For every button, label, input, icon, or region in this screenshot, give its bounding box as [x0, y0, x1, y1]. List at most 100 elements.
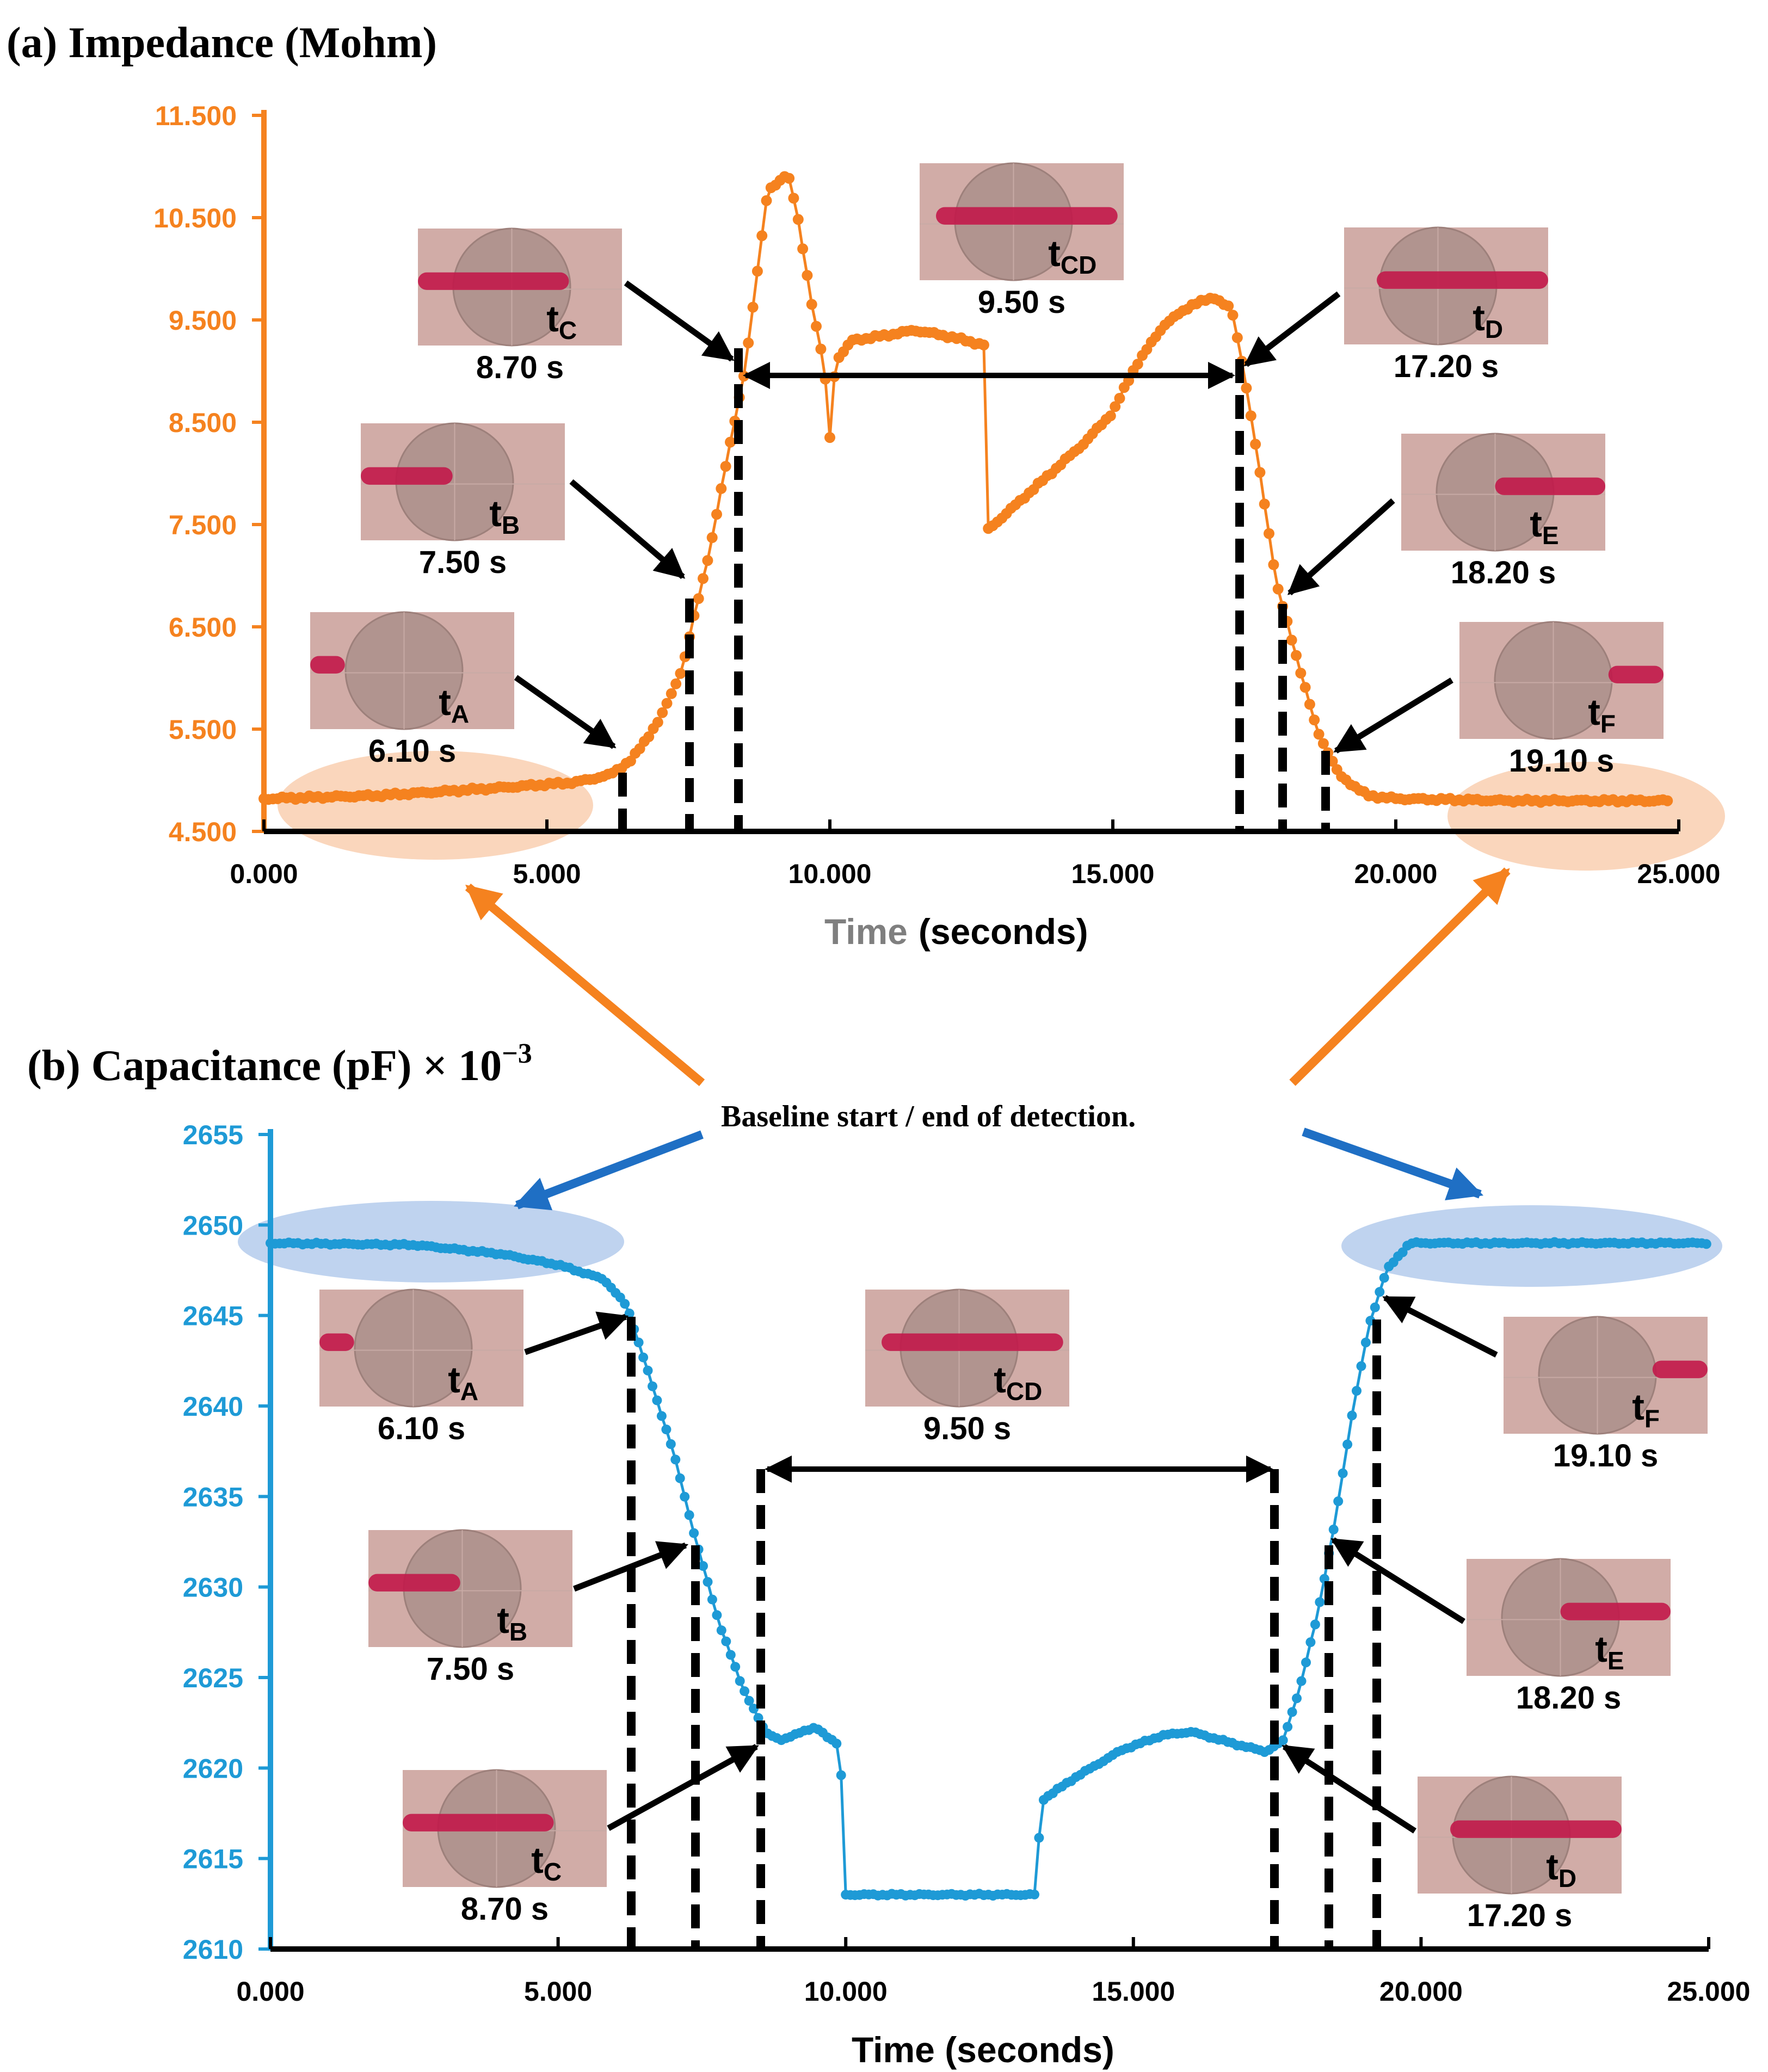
y-tick-label: 2645 — [183, 1301, 243, 1331]
data-point — [740, 1686, 750, 1697]
x-tick-label: 25.000 — [1667, 1976, 1751, 2007]
data-point — [1034, 1833, 1044, 1843]
photo-b — [368, 1529, 572, 1648]
data-point — [1259, 498, 1270, 510]
data-point — [1305, 1637, 1316, 1648]
y-tick-label: 9.500 — [169, 305, 237, 336]
data-point — [836, 1770, 846, 1780]
data-point — [1317, 738, 1329, 749]
data-point — [1295, 668, 1307, 679]
t-letter: t — [1595, 1629, 1607, 1670]
data-point — [730, 1662, 741, 1672]
label-td: tD — [1546, 1846, 1576, 1892]
data-point — [792, 214, 804, 225]
t-subscript: F — [1600, 710, 1616, 738]
liquid-channel — [1495, 477, 1605, 495]
callout-arrow-orange-right — [1289, 867, 1511, 1086]
data-point — [725, 1650, 736, 1660]
time-label-td: 17.20 s — [1467, 1898, 1573, 1933]
impedance-x-axis-label: Time(seconds) — [824, 911, 1088, 952]
data-point — [1333, 1496, 1344, 1507]
data-point — [1114, 393, 1125, 404]
baseline-callout: Baseline start / end of detection. — [721, 1100, 1136, 1133]
t-letter: t — [994, 1359, 1006, 1401]
panel-b-title: (b) Capacitance (pF) × 10−3 — [27, 1038, 532, 1090]
data-point — [1231, 332, 1243, 343]
capacitance-chart: 2610261526202625263026352640264526502655… — [183, 1120, 1751, 2007]
t-letter: t — [1530, 503, 1542, 545]
y-tick-label: 2630 — [183, 1572, 243, 1603]
t-subscript: C — [559, 316, 577, 344]
data-point — [711, 509, 722, 520]
data-point — [1304, 699, 1315, 710]
time-label-ta: 6.10 s — [368, 733, 456, 769]
data-point — [652, 717, 663, 728]
data-point — [788, 193, 799, 204]
t-subscript: C — [544, 1858, 562, 1886]
data-point — [698, 1561, 708, 1571]
y-tick-label: 4.500 — [169, 817, 237, 847]
data-point — [652, 1395, 662, 1405]
data-point — [648, 1381, 657, 1391]
data-point — [1287, 1707, 1297, 1717]
x-tick-label: 15.000 — [1092, 1976, 1175, 2007]
time-label-tc: 8.70 s — [476, 350, 564, 385]
data-point — [751, 266, 763, 277]
label-tf: tF — [1632, 1386, 1660, 1433]
x-axis-label-units: (seconds) — [919, 911, 1088, 952]
photo-b — [361, 422, 565, 541]
label-tcd: tCD — [994, 1359, 1042, 1405]
data-point — [1356, 1361, 1366, 1371]
data-point — [712, 1610, 722, 1620]
y-tick-label: 2640 — [183, 1391, 243, 1422]
y-tick-label: 2635 — [183, 1482, 243, 1512]
y-tick-label: 2620 — [183, 1753, 243, 1784]
data-point — [735, 1676, 745, 1686]
pointer-arrow-te — [1330, 1537, 1465, 1624]
data-point — [1338, 1468, 1348, 1478]
liquid-channel — [319, 1333, 354, 1351]
data-point — [675, 1473, 685, 1483]
pointer-arrow-td — [1282, 1744, 1416, 1834]
data-point — [761, 195, 772, 206]
x-tick-label: 10.000 — [804, 1976, 888, 2007]
data-point — [725, 436, 736, 448]
photo-f — [1504, 1316, 1708, 1435]
liquid-channel — [403, 1814, 554, 1831]
t-letter: t — [448, 1359, 460, 1401]
y-tick-label: 6.500 — [169, 612, 237, 643]
pointer-arrow-ta — [524, 1311, 629, 1355]
data-point — [716, 1625, 726, 1636]
data-point — [1301, 1657, 1311, 1668]
y-tick-label: 2655 — [183, 1120, 243, 1150]
pointer-arrow-te — [1287, 498, 1395, 596]
t-letter: t — [1546, 1846, 1558, 1888]
t-subscript: CD — [1006, 1377, 1042, 1405]
data-point — [1286, 634, 1297, 646]
t-letter: t — [546, 298, 559, 340]
data-point — [698, 573, 709, 584]
data-point — [743, 337, 754, 349]
data-point — [1254, 467, 1266, 478]
time-label-te: 18.20 s — [1516, 1680, 1622, 1716]
data-point — [1370, 1302, 1380, 1312]
liquid-channel — [1377, 271, 1548, 289]
data-point — [831, 1738, 842, 1749]
data-point — [666, 688, 677, 699]
data-point — [720, 461, 731, 472]
series-points — [258, 171, 1673, 808]
data-point — [806, 299, 817, 310]
time-label-td: 17.20 s — [1394, 349, 1499, 384]
baseline-ellipse-end — [1447, 762, 1725, 871]
photo-f — [1459, 621, 1664, 740]
t-letter: t — [439, 682, 451, 723]
t-letter: t — [531, 1840, 544, 1881]
data-point — [978, 340, 989, 350]
callout-arrow-orange-left — [465, 883, 705, 1087]
t-letter: t — [497, 1600, 509, 1641]
x-tick-label: 5.000 — [524, 1976, 592, 2007]
data-point — [643, 731, 655, 742]
time-label-tc: 8.70 s — [461, 1891, 549, 1927]
t-letter: t — [1048, 233, 1061, 274]
